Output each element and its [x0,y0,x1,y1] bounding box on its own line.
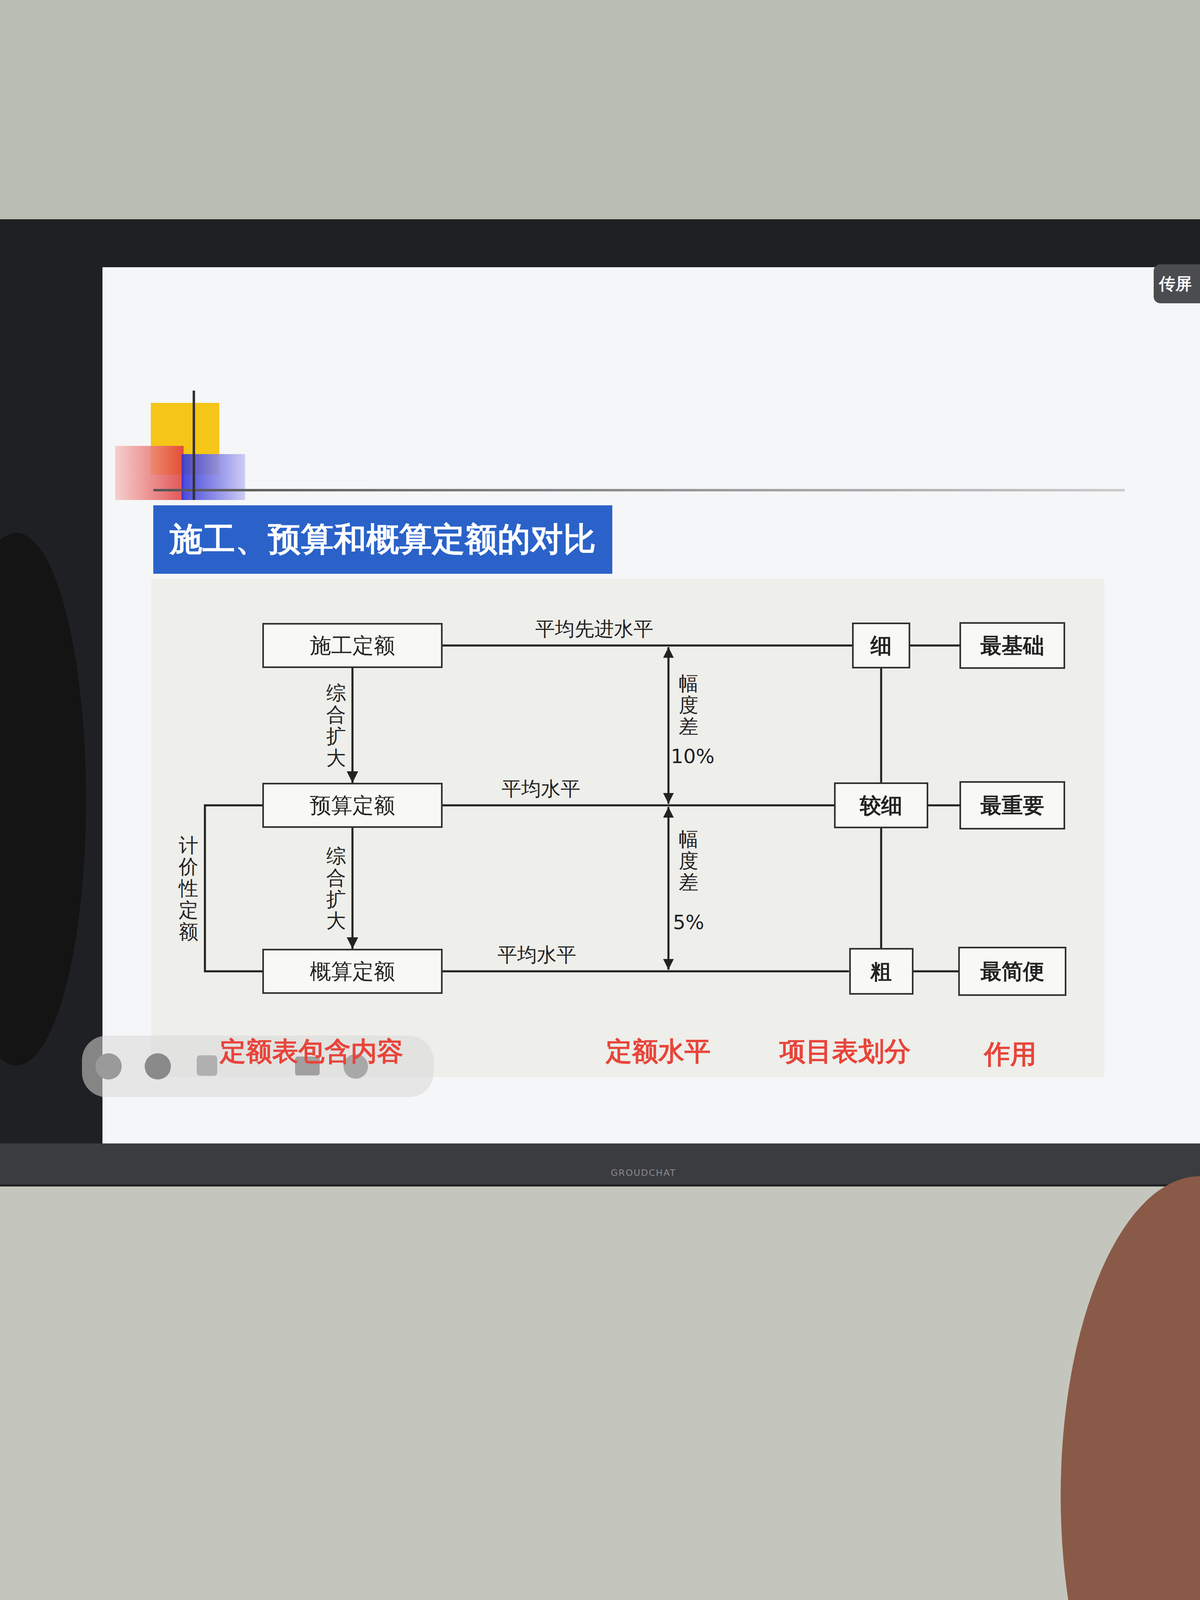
box-text: 最简便 [980,958,1045,985]
decor-square [115,445,184,500]
box-text: 最重要 [980,792,1045,819]
connector [442,644,853,647]
toolbar [81,1035,434,1098]
cast-tag [1153,264,1200,304]
box-text: 粗 [870,958,892,985]
wall [0,0,1200,222]
range-arrow [667,647,670,804]
level-box: 较细 [834,782,929,829]
screen-bezel [0,219,1200,1187]
connector [880,828,883,948]
decor-line [192,390,196,500]
connector [442,970,850,973]
level-box: 概算定额 [262,948,443,994]
box-text: 较细 [859,792,903,819]
level-box: 施工定额 [262,622,443,669]
edge-label: 平均水平 [495,943,579,966]
edge-label: 计价性定额 [178,834,199,943]
connector [910,644,960,647]
diagram-ground [151,578,1105,1078]
edge-label: 综合扩大 [326,681,346,769]
level-box: 最重要 [959,781,1066,830]
toolbar-icon [196,1055,218,1076]
connector [351,668,354,783]
range-value: 5% [672,911,705,934]
decor-line [153,488,1125,492]
connector [928,804,960,807]
brand-mark: GROUDCHAT [610,1168,676,1178]
cast-button-text: 传屏 [1159,274,1192,293]
edge-label: 平均水平 [499,777,583,800]
range-value: 10% [670,745,715,768]
level-box: 细 [852,622,911,669]
axis-caption: 定额表包含内容 [219,1036,404,1066]
level-box: 粗 [849,947,914,995]
connector [351,827,354,949]
decor-square [181,454,246,500]
connector [913,970,959,973]
toolbar-icon [144,1053,171,1080]
box-text: 最基础 [980,632,1045,659]
range-arrow [667,806,670,970]
toolbar-icon [95,1053,122,1080]
level-box: 最基础 [959,622,1066,669]
range-label: 幅度差 [678,672,699,738]
box-text: 预算定额 [309,792,396,819]
level-box: 预算定额 [262,782,443,828]
level-box: 最简便 [958,946,1067,996]
range-label: 幅度差 [678,828,699,894]
connector [442,804,835,807]
box-text: 施工定额 [309,632,396,659]
edge-label: 平均先进水平 [532,618,656,640]
axis-caption: 作用 [984,1039,1037,1069]
person-shadow [0,532,87,1066]
edge-label: 综合扩大 [326,845,346,932]
connector [880,668,883,783]
slide [102,267,1200,1144]
person-hair [1060,1176,1200,1600]
slide-title: 施工、预算和概算定额的对比 [153,505,613,574]
box-text: 概算定额 [309,958,396,985]
wall [0,1184,1200,1600]
screen-bezel [0,1143,1200,1185]
axis-caption: 定额水平 [605,1036,711,1066]
connector [204,805,263,972]
axis-caption: 项目表划分 [779,1036,911,1066]
box-text: 细 [870,632,892,659]
